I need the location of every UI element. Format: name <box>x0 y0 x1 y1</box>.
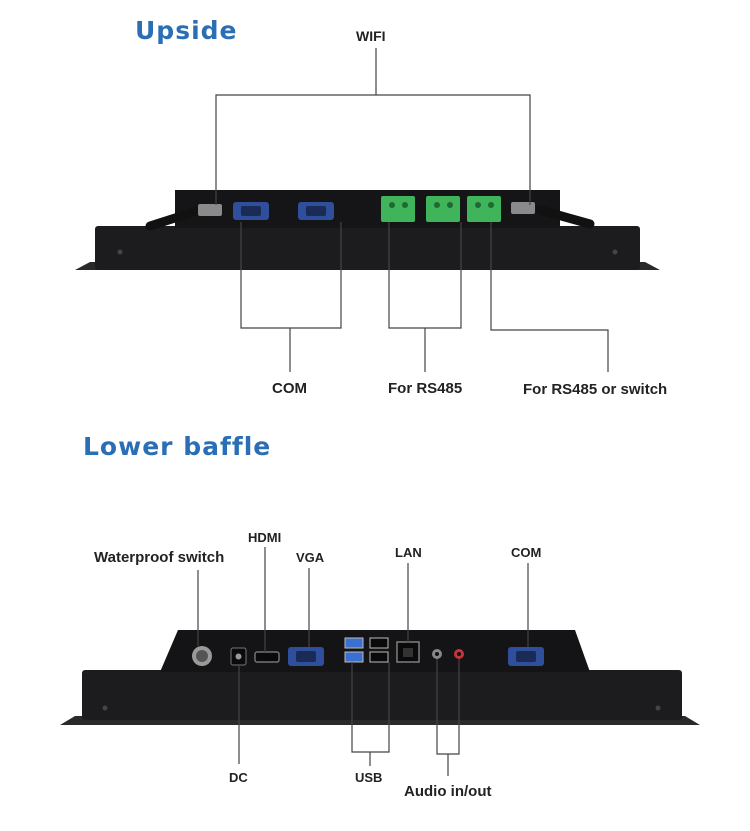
usb-label: USB <box>355 770 383 785</box>
rs485-terminal-1 <box>381 196 415 222</box>
lower-com-label: COM <box>511 545 542 560</box>
com-port-1 <box>233 202 269 220</box>
lower-com-port <box>508 647 544 666</box>
audio-in-jack <box>432 649 442 659</box>
lower-baffle-title: Lower baffle <box>83 432 272 461</box>
hdmi-port <box>254 651 280 663</box>
wifi-label: WIFI <box>356 28 386 44</box>
rs485-terminal-2 <box>426 196 460 222</box>
dc-label: DC <box>229 770 248 785</box>
upside-com-label: COM <box>272 380 307 397</box>
lan-port <box>396 641 420 663</box>
rs485-switch-label: For RS485 or switch <box>523 381 668 398</box>
lan-label: LAN <box>395 545 422 560</box>
waterproof-switch <box>192 646 212 666</box>
rs485-label: For RS485 <box>388 380 463 397</box>
lower-leader-lines <box>197 547 529 776</box>
com-port-2 <box>298 202 334 220</box>
vga-label: VGA <box>296 550 325 565</box>
antenna-left <box>145 204 222 231</box>
usb-ports <box>344 637 389 663</box>
vga-port <box>288 647 324 666</box>
upside-title: Upside <box>135 16 238 45</box>
hdmi-label: HDMI <box>248 530 282 545</box>
upside-device <box>75 190 660 270</box>
audio-label: Audio in/out <box>404 783 492 800</box>
audio-out-jack <box>454 649 464 659</box>
dc-port <box>230 647 247 666</box>
antenna-right <box>511 202 595 229</box>
rs485-switch-terminal <box>467 196 501 222</box>
waterproof-switch-label: Waterproof switch <box>94 549 225 566</box>
upside-leader-lines <box>215 48 609 372</box>
